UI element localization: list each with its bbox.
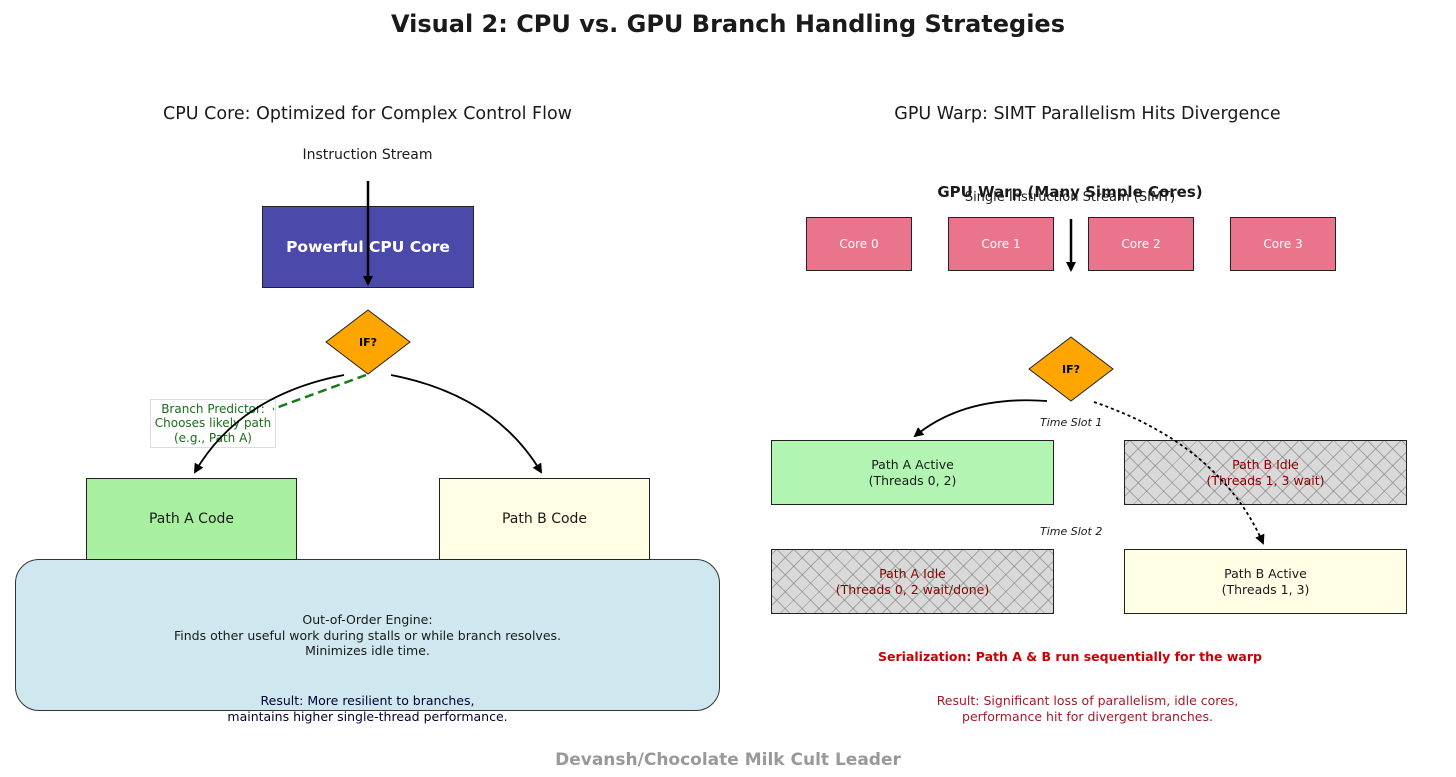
gpu-path-a-idle-label: Path A Idle (Threads 0, 2 wait/done): [835, 565, 990, 597]
gpu-path-b-idle-box: Path B Idle (Threads 1, 3 wait): [1124, 440, 1407, 505]
cpu-path-a-label: Path A Code: [148, 511, 235, 527]
cpu-path-b-box: Path B Code: [439, 478, 650, 560]
gpu-core-3: Core 3: [1230, 217, 1336, 271]
gpu-core-0: Core 0: [806, 217, 912, 271]
gpu-path-b-active-box: Path B Active (Threads 1, 3): [1124, 549, 1407, 614]
diagram-title: Visual 2: CPU vs. GPU Branch Handling St…: [391, 10, 1065, 38]
gpu-path-a-arrow: [913, 399, 1048, 438]
cpu-core-box: Powerful CPU Core: [262, 206, 474, 288]
cpu-if-diamond: [325, 309, 411, 375]
ooo-engine-text: Out-of-Order Engine: Finds other useful …: [174, 612, 561, 659]
gpu-core-2: Core 2: [1088, 217, 1194, 271]
gpu-path-b-active-label: Path B Active (Threads 1, 3): [1221, 565, 1310, 597]
gpu-core-0-label: Core 0: [839, 237, 879, 251]
instruction-stream-label: Instruction Stream: [302, 147, 433, 163]
footer-credit: Devansh/Chocolate Milk Cult Leader: [555, 750, 901, 770]
cpu-path-a-box: Path A Code: [86, 478, 297, 560]
time-slot-2-label: Time Slot 2: [1040, 525, 1103, 538]
cpu-path-b-arrow: [390, 374, 543, 474]
gpu-path-a-active-label: Path A Active (Threads 0, 2): [868, 456, 957, 488]
serialization-note: Serialization: Path A & B run sequential…: [878, 649, 1262, 664]
cpu-result-text: Result: More resilient to branches, main…: [227, 693, 508, 724]
branch-predictor-note: Branch Predictor: Chooses likely path (e…: [150, 399, 276, 449]
gpu-subtitle: GPU Warp: SIMT Parallelism Hits Divergen…: [894, 104, 1281, 124]
cpu-path-b-label: Path B Code: [501, 511, 588, 527]
gpu-core-1: Core 1: [948, 217, 1054, 271]
gpu-result-text: Result: Significant loss of parallelism,…: [936, 693, 1239, 724]
time-slot-1-label: Time Slot 1: [1040, 416, 1103, 429]
gpu-if-label: IF?: [1062, 363, 1080, 376]
simt-label: Single Instruction Stream (SIMT): [964, 190, 1176, 205]
gpu-warp-label: GPU Warp (Many Simple Cores): [937, 183, 1203, 201]
cpu-subtitle: CPU Core: Optimized for Complex Control …: [163, 104, 572, 124]
gpu-core-3-label: Core 3: [1263, 237, 1303, 251]
cpu-core-label: Powerful CPU Core: [286, 238, 450, 256]
gpu-path-b-idle-label: Path B Idle (Threads 1, 3 wait): [1206, 456, 1325, 488]
cpu-if-label: IF?: [359, 336, 377, 349]
ooo-engine-box: [15, 559, 720, 711]
gpu-path-a-idle-box: Path A Idle (Threads 0, 2 wait/done): [771, 549, 1054, 614]
predictor-dashed-line: [272, 373, 367, 411]
gpu-core-2-label: Core 2: [1121, 237, 1161, 251]
gpu-path-a-active-box: Path A Active (Threads 0, 2): [771, 440, 1054, 505]
gpu-core-1-label: Core 1: [981, 237, 1021, 251]
gpu-if-diamond: [1028, 336, 1114, 402]
